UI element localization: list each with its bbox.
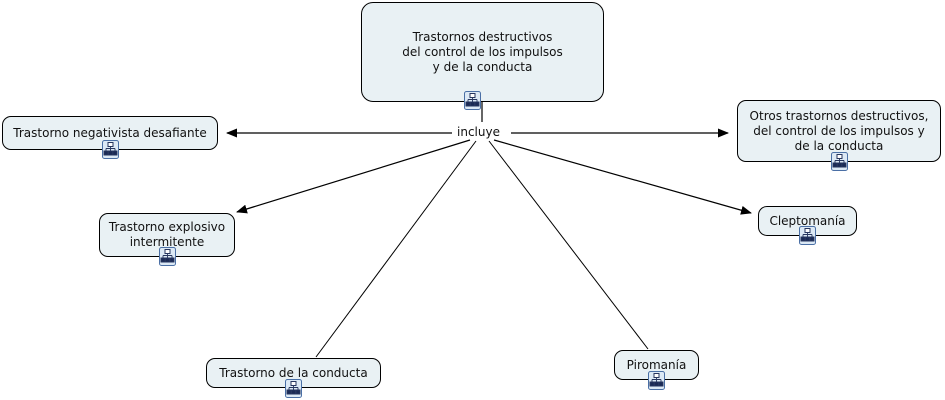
node-conducta-label: Trastorno de la conducta: [219, 365, 368, 380]
node-trastorno-explosivo-intermitente[interactable]: Trastorno explosivo intermitente: [99, 213, 235, 257]
node-explosivo-label: Trastorno explosivo intermitente: [108, 220, 226, 249]
node-otros-label: Otros trastornos destructivos, del contr…: [749, 108, 929, 153]
edge-hub-conducta: [315, 140, 477, 358]
edge-hub-explosivo: [236, 139, 471, 214]
node-negativista-label: Trastorno negativista desafiante: [13, 125, 207, 140]
edge-hub-cleptomania: [493, 139, 752, 215]
resource-tree-icon[interactable]: [648, 371, 665, 390]
resource-tree-icon[interactable]: [159, 247, 176, 266]
resource-tree-icon[interactable]: [285, 379, 302, 398]
node-root-label: Trastornos destructivos del control de l…: [402, 29, 563, 74]
resource-tree-icon[interactable]: [831, 152, 848, 171]
node-root[interactable]: Trastornos destructivos del control de l…: [361, 2, 604, 102]
link-phrase-incluye[interactable]: incluye: [455, 125, 502, 139]
node-piromania-label: Piromanía: [626, 357, 687, 372]
resource-tree-icon[interactable]: [102, 140, 119, 159]
resource-tree-icon[interactable]: [464, 91, 481, 110]
node-otros-trastornos-destructivos[interactable]: Otros trastornos destructivos, del contr…: [737, 100, 941, 162]
node-cleptomania-label: Cleptomanía: [769, 213, 846, 228]
resource-tree-icon[interactable]: [799, 226, 816, 245]
edge-hub-piromania: [488, 140, 649, 350]
